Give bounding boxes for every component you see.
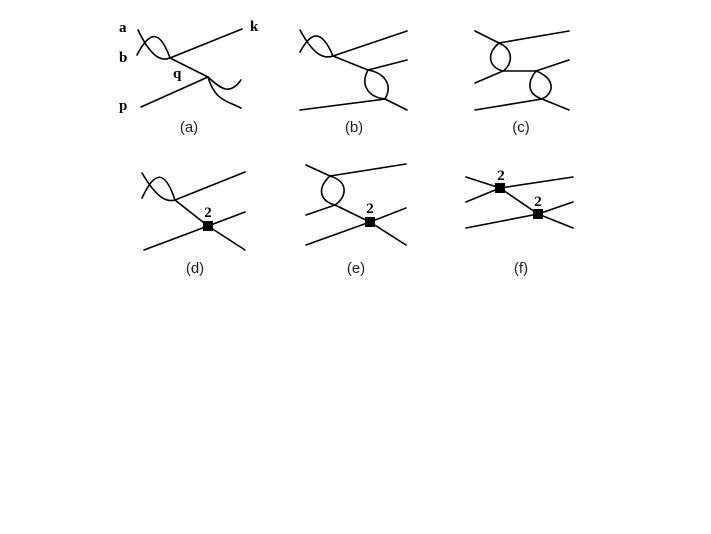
line-bottom-right <box>207 225 246 251</box>
outgoing-line-top <box>332 30 408 57</box>
outgoing-line-upper <box>207 76 242 90</box>
line-bottom-right <box>537 213 574 229</box>
line-bottom-left <box>465 213 539 229</box>
loop-left <box>320 175 336 206</box>
outgoing-line-top <box>174 171 246 201</box>
diagram-f: 2 2 (f) <box>465 168 574 277</box>
loop-upper-left <box>489 42 504 72</box>
caption-c: (c) <box>512 119 530 136</box>
label-a: a <box>119 20 127 36</box>
incoming-line-upper <box>299 35 334 57</box>
line-mid-right <box>537 201 574 215</box>
line-bottom-right <box>369 221 407 246</box>
line-top-left <box>305 164 331 177</box>
loop-right <box>367 69 389 100</box>
internal-line <box>334 204 371 223</box>
line-bottom-left <box>143 225 209 251</box>
line-upper-right <box>367 59 408 71</box>
line-bottom-left <box>474 98 543 111</box>
caption-a: (a) <box>180 119 198 136</box>
line-bottom-left <box>305 221 371 246</box>
line-mid-left <box>474 70 504 84</box>
diagram-a: a b p k q (a) <box>119 19 259 136</box>
incoming-line-lower <box>141 172 176 202</box>
line-top-right <box>499 176 574 189</box>
line-top-left <box>465 176 501 189</box>
vertex-label-top: 2 <box>497 168 505 184</box>
diagram-e: 2 (e) <box>305 163 407 277</box>
label-k: k <box>250 19 259 35</box>
vertex-marker <box>365 217 375 227</box>
line-mid-left <box>465 187 501 203</box>
line-top-right <box>498 30 570 44</box>
vertex-label: 2 <box>204 205 212 221</box>
diagram-b: (b) <box>299 29 408 136</box>
line-bottom-left <box>299 98 386 111</box>
line-k <box>169 28 243 59</box>
label-q: q <box>173 66 182 82</box>
vertex-label-bottom: 2 <box>534 194 542 210</box>
line-mid-right <box>535 59 570 72</box>
line-a <box>136 35 171 59</box>
loop-lower-left <box>529 70 543 100</box>
line-bottom-right <box>384 98 408 111</box>
line-b <box>137 29 171 60</box>
diagram-c: (c) <box>474 30 570 136</box>
diagram-d: 2 (d) <box>141 171 246 277</box>
line-top-right <box>329 163 407 177</box>
vertex-marker <box>203 221 213 231</box>
label-b: b <box>119 50 127 66</box>
caption-e: (e) <box>347 260 365 277</box>
line-top-left <box>474 30 500 44</box>
internal-line <box>174 199 209 227</box>
propagator-q <box>169 57 209 78</box>
line-mid-left <box>305 204 336 216</box>
caption-f: (f) <box>514 260 528 277</box>
loop-right <box>329 175 345 206</box>
line-mid-right <box>369 207 407 223</box>
loop-lower-right <box>535 70 552 100</box>
loop-upper-right <box>498 42 512 72</box>
line-upper-right <box>207 211 246 227</box>
vertex-label: 2 <box>366 201 374 217</box>
incoming-line-upper <box>141 176 176 201</box>
outgoing-line-lower <box>207 76 242 109</box>
incoming-line-lower <box>299 29 334 58</box>
label-p: p <box>119 98 127 114</box>
line-bottom-right <box>541 98 570 111</box>
line-p <box>140 76 209 108</box>
caption-b: (b) <box>345 119 363 136</box>
vertex-marker-bottom <box>533 209 543 219</box>
caption-d: (d) <box>186 260 204 277</box>
vertex-marker-top <box>495 183 505 193</box>
loop-left <box>364 69 386 100</box>
internal-line <box>332 55 369 71</box>
internal-line <box>499 187 539 215</box>
